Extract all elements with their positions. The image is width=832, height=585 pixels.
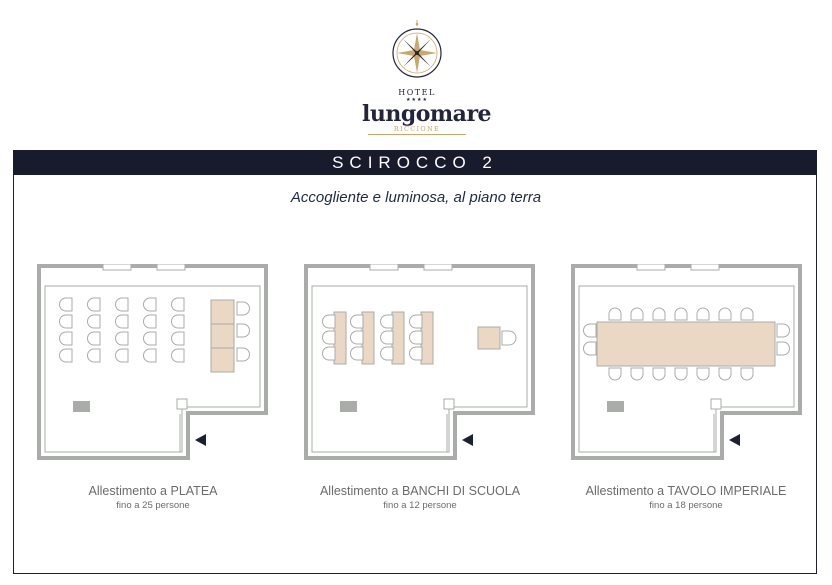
door-frame	[710, 398, 722, 410]
chair	[59, 297, 73, 312]
chair	[608, 367, 622, 381]
layout-title: Allestimento a BANCHI DI SCUOLA	[319, 484, 521, 498]
chair	[380, 330, 394, 345]
chair	[776, 323, 790, 338]
chair	[409, 346, 423, 361]
layout-caption-imperiale: Allestimento a TAVOLO IMPERIALE fino a 1…	[541, 484, 831, 512]
chair	[115, 297, 129, 312]
chair	[115, 314, 129, 329]
compass-rose-icon	[392, 20, 442, 78]
chair	[171, 348, 185, 363]
chair	[87, 297, 101, 312]
chair	[696, 367, 710, 381]
equipment-box	[607, 401, 624, 412]
entrance-arrow-icon	[462, 434, 473, 446]
window	[102, 264, 132, 271]
chair	[652, 367, 666, 381]
room-inner-wall	[311, 285, 528, 453]
chair	[718, 307, 732, 321]
chair	[718, 367, 732, 381]
chair	[652, 307, 666, 321]
chair	[350, 330, 364, 345]
layout-capacity: fino a 25 persone	[116, 500, 190, 511]
chair	[87, 348, 101, 363]
floor-plan-platea	[37, 264, 269, 464]
logo-underline	[368, 134, 466, 135]
room-wall	[571, 264, 802, 460]
school-desk	[391, 311, 405, 365]
room-wall	[304, 264, 535, 460]
chair	[236, 301, 250, 316]
school-desk	[420, 311, 434, 365]
layout-caption-platea: Allestimento a PLATEA fino a 25 persone	[8, 484, 298, 512]
window	[636, 264, 666, 271]
chair	[236, 323, 250, 338]
chair	[740, 367, 754, 381]
school-desk	[361, 311, 375, 365]
chair	[87, 314, 101, 329]
chair	[322, 330, 336, 345]
chair	[608, 307, 622, 321]
layout-capacity: fino a 12 persone	[383, 500, 457, 511]
chair	[143, 331, 157, 346]
chair	[143, 297, 157, 312]
logo-name: lungomare	[362, 101, 492, 127]
imperial-table	[596, 321, 776, 367]
chair	[115, 348, 129, 363]
logo-stars: ★★★★	[406, 97, 428, 103]
hotel-logo: HOTEL ★★★★ lungomare RICCIONE	[362, 20, 492, 142]
chair	[59, 331, 73, 346]
logo-hotel-text: HOTEL	[398, 88, 436, 97]
floor-plan-banchi-di-scuola	[304, 264, 536, 464]
entrance-arrow-icon	[729, 434, 740, 446]
layout-title: Allestimento a PLATEA	[88, 484, 218, 498]
chair	[322, 346, 336, 361]
equipment-box	[73, 401, 90, 412]
chair	[350, 314, 364, 329]
chair	[630, 307, 644, 321]
chair	[409, 330, 423, 345]
room-wall	[37, 264, 268, 460]
door-frame	[443, 398, 455, 410]
equipment-box	[340, 401, 357, 412]
chair	[350, 346, 364, 361]
logo-city: RICCIONE	[393, 125, 441, 133]
chair	[630, 367, 644, 381]
chair	[409, 314, 423, 329]
chair	[143, 314, 157, 329]
chair	[740, 307, 754, 321]
window	[690, 264, 720, 271]
chair	[87, 331, 101, 346]
chair	[380, 346, 394, 361]
room-title-banner: SCIROCCO 2	[13, 150, 817, 175]
chair	[143, 348, 157, 363]
chair	[583, 323, 597, 338]
chair	[322, 314, 336, 329]
chair	[236, 347, 250, 362]
chair	[696, 307, 710, 321]
window	[369, 264, 399, 271]
door-frame	[176, 398, 188, 410]
chair	[59, 314, 73, 329]
chair	[171, 297, 185, 312]
entrance-arrow-icon	[195, 434, 206, 446]
chair	[583, 341, 597, 356]
layout-caption-banchi: Allestimento a BANCHI DI SCUOLA fino a 1…	[275, 484, 565, 512]
chair	[59, 348, 73, 363]
chair	[674, 367, 688, 381]
chair	[674, 307, 688, 321]
chair	[171, 331, 185, 346]
floor-plan-tavolo-imperiale	[571, 264, 803, 464]
room-description: Accogliente e luminosa, al piano terra	[290, 189, 542, 206]
window	[423, 264, 453, 271]
chair	[171, 314, 185, 329]
layout-capacity: fino a 18 persone	[649, 500, 723, 511]
chair	[380, 314, 394, 329]
chair	[776, 341, 790, 356]
layout-title: Allestimento a TAVOLO IMPERIALE	[585, 484, 787, 498]
window	[156, 264, 186, 271]
chair	[115, 331, 129, 346]
school-desk	[333, 311, 347, 365]
